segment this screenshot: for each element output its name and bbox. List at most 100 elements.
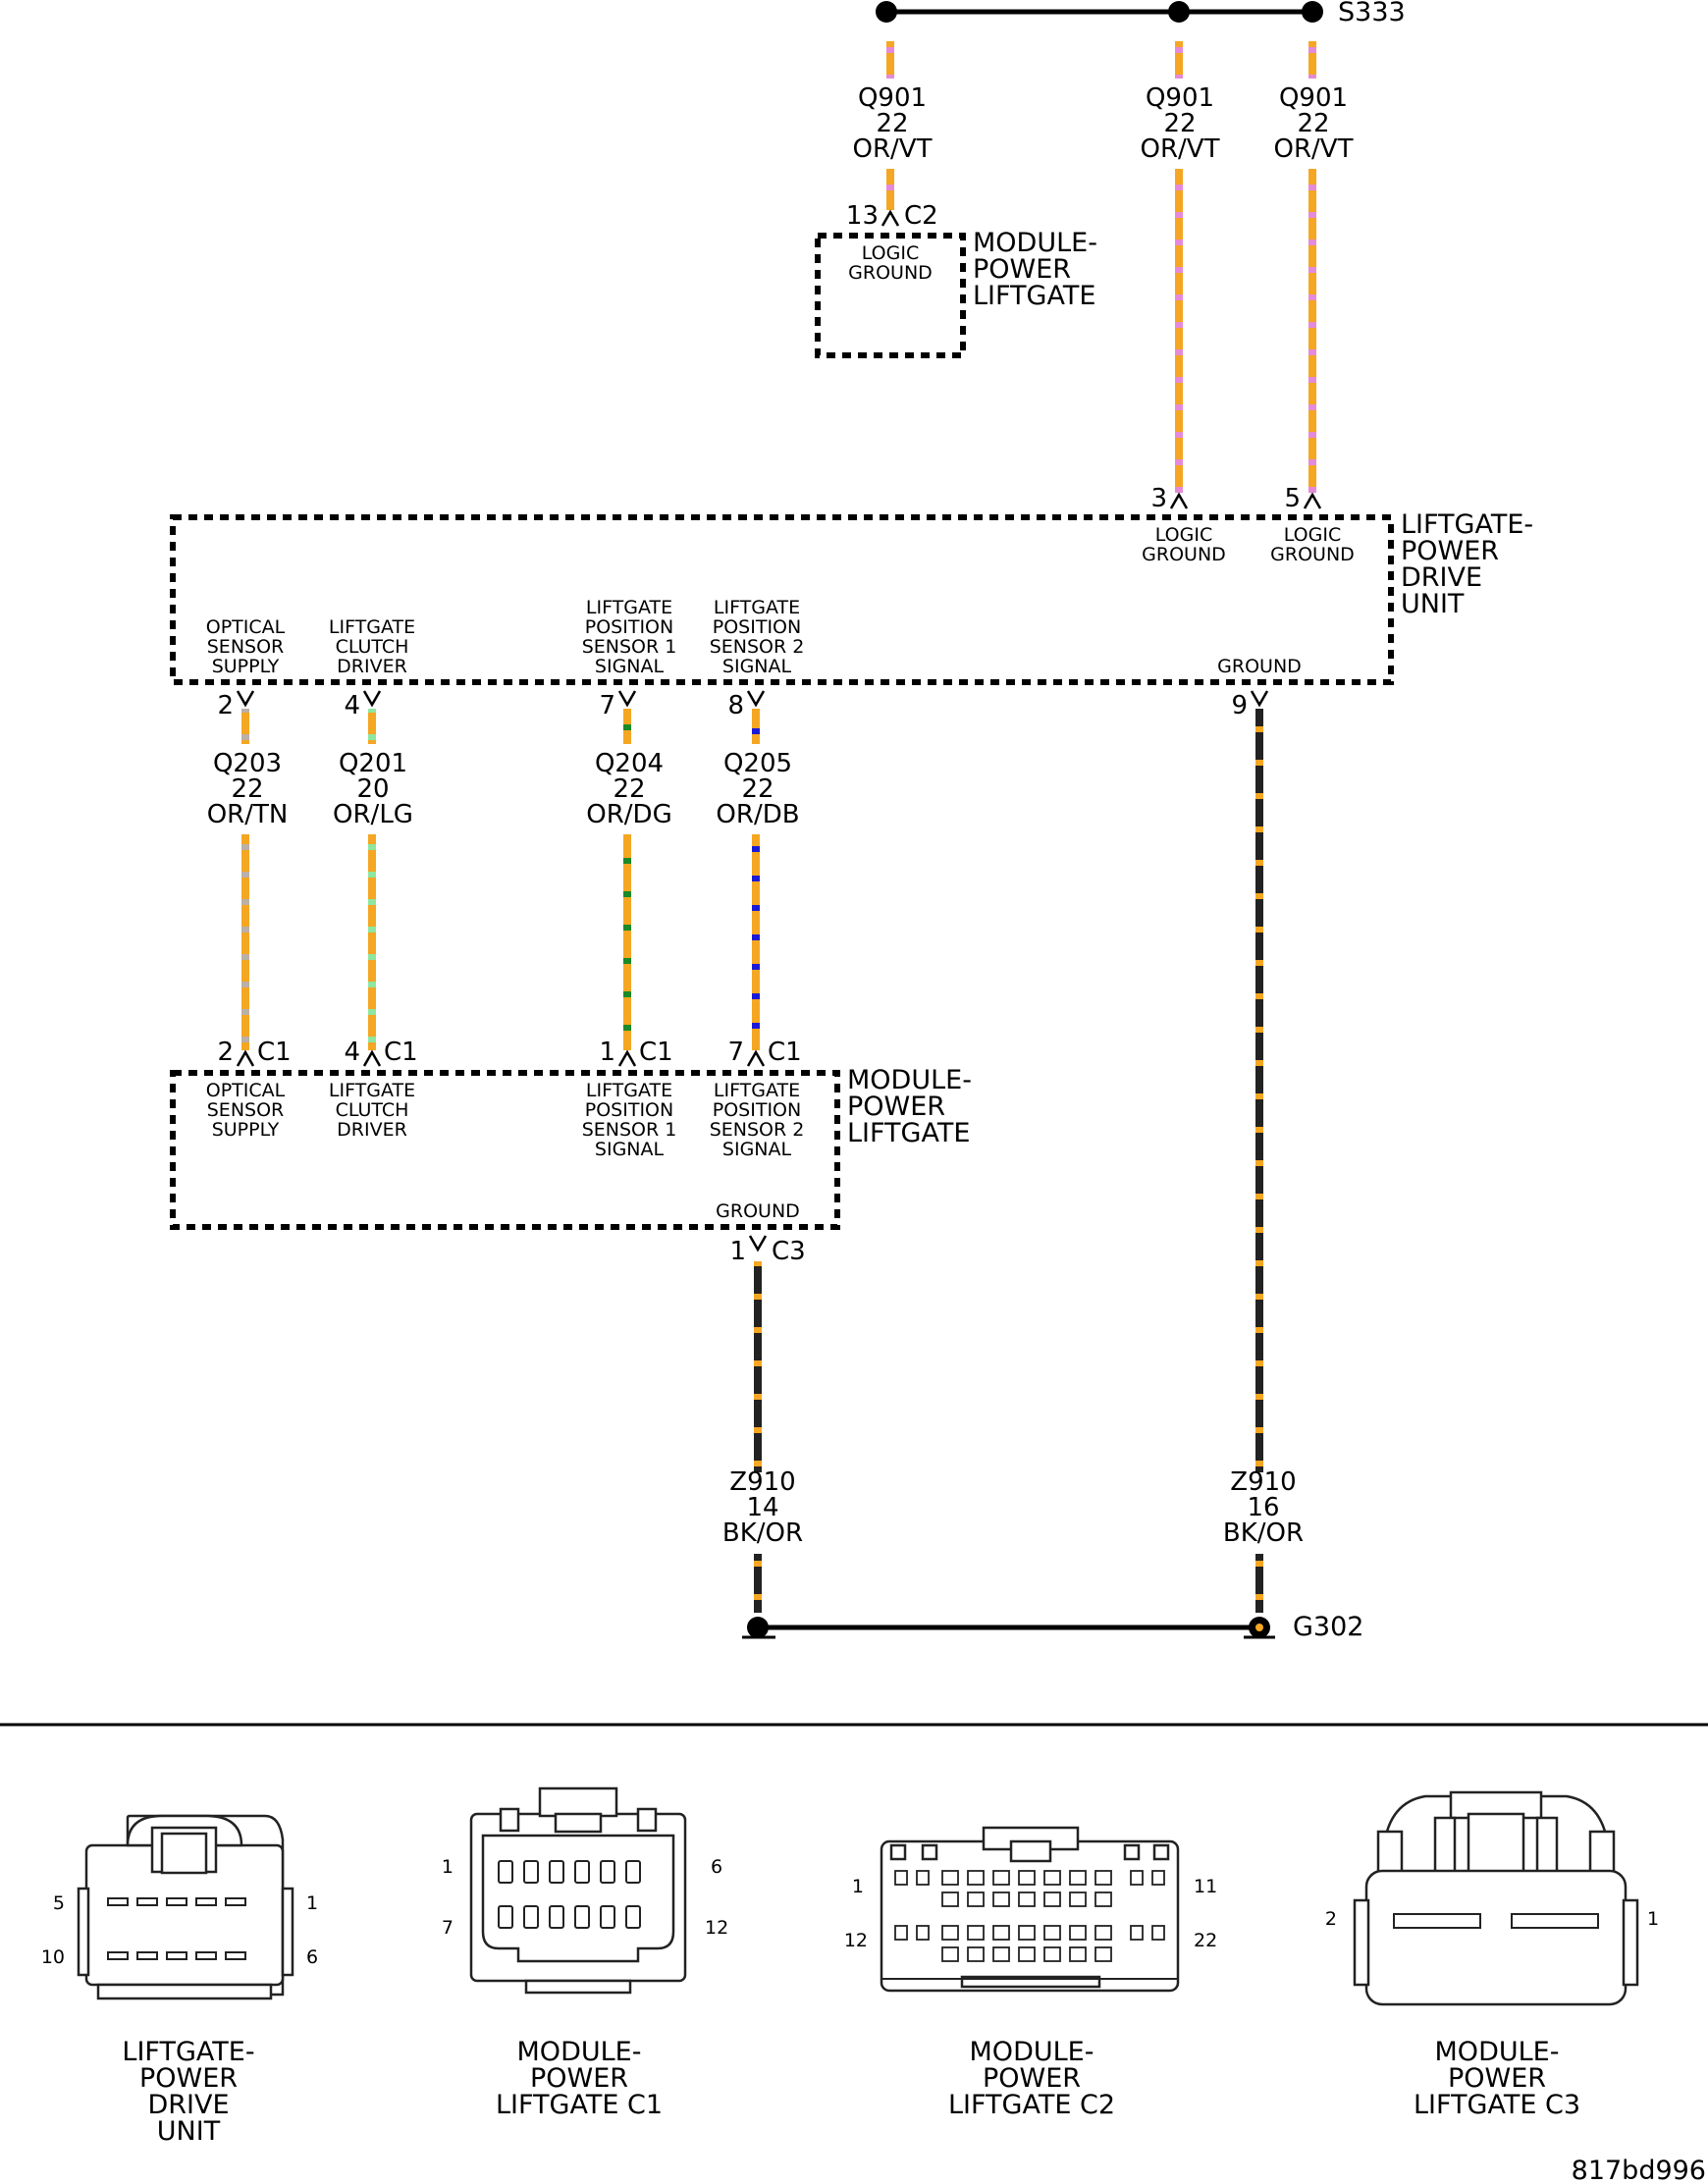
- module-power-liftgate-c2: 13 C2 LOGIC GROUND MODULE- POWER LIFTGAT…: [815, 201, 1097, 358]
- pin-function: GROUND: [1142, 544, 1226, 565]
- pin-function: LIFTGATE: [714, 1080, 800, 1101]
- pin-function: GROUND: [1217, 656, 1302, 677]
- pin-function: LOGIC: [1284, 524, 1341, 546]
- module-power-liftgate-c1-c3: 2 C1 4 C1 1 C1 7 C1 OPTICAL SENSOR SUPPL…: [170, 1038, 972, 1266]
- connector-view-drive-unit: 5 10 1 6 LIFTGATE- POWER DRIVE UNIT: [41, 1814, 318, 2147]
- pin-function: POSITION: [713, 616, 801, 638]
- wire-q205-upper: [752, 709, 760, 744]
- component-name: MODULE-: [973, 228, 1097, 258]
- pin-number: 5: [53, 1892, 65, 1914]
- wire-q901-b-upper: [1175, 41, 1183, 79]
- pin-number: 12: [705, 1917, 728, 1939]
- connector-name: POWER: [983, 2063, 1081, 2094]
- pin-function: SIGNAL: [595, 1139, 665, 1160]
- pin-number: 8: [727, 691, 744, 720]
- wire-q204-lower: [623, 834, 631, 1050]
- connector-name: LIFTGATE-: [122, 2037, 254, 2067]
- wire-z910-14-lower: [754, 1554, 762, 1613]
- wire-color: OR/VT: [1141, 134, 1220, 164]
- component-name: UNIT: [1401, 589, 1465, 619]
- connector-id: C1: [639, 1038, 673, 1067]
- pin-function: DRIVER: [337, 656, 407, 677]
- pin-function: LOGIC: [862, 242, 919, 264]
- component-name: DRIVE: [1401, 562, 1482, 593]
- connector-id: C1: [257, 1038, 292, 1067]
- pin-function: LIFTGATE: [329, 1080, 415, 1101]
- connector-id: C3: [772, 1237, 806, 1266]
- pin-function: SENSOR 2: [710, 636, 805, 658]
- connector-name: LIFTGATE C2: [948, 2090, 1115, 2120]
- connector-view-module-c3: 2 1 MODULE- POWER LIFTGATE C3: [1325, 1790, 1659, 2120]
- gauge: 22: [1297, 109, 1329, 138]
- wire-label-q201: Q201 20 OR/LG: [333, 749, 413, 829]
- wire-color: OR/VT: [853, 134, 933, 164]
- connector-view-module-c2: 1 12 11 22 MODULE- POWER LIFTGATE C2: [844, 1826, 1217, 2120]
- pin-function: DRIVER: [337, 1119, 407, 1141]
- connector-name: POWER: [1448, 2063, 1546, 2094]
- pin-function: SENSOR 1: [582, 636, 677, 658]
- wire-q901-c-upper: [1308, 41, 1316, 79]
- circuit: Q901: [1146, 83, 1214, 113]
- wire-label-q901-b: Q901 22 OR/VT: [1141, 83, 1220, 164]
- connector-id: C2: [904, 201, 938, 231]
- pin-function: GROUND: [1270, 544, 1355, 565]
- pin-number: 7: [599, 691, 615, 720]
- gauge: 20: [356, 774, 389, 804]
- pin-number: 7: [727, 1038, 744, 1067]
- wire-q204-upper: [623, 709, 631, 744]
- connector-id: C1: [384, 1038, 418, 1067]
- pin-number: 1: [852, 1876, 864, 1897]
- wire-z910-14-upper: [754, 1261, 762, 1472]
- pin-number: 7: [442, 1917, 454, 1939]
- pin-function: LIFTGATE: [586, 597, 672, 618]
- component-name: LIFTGATE-: [1401, 509, 1533, 540]
- pin-number: 6: [711, 1856, 722, 1878]
- gauge: 22: [876, 109, 908, 138]
- component-name: LIFTGATE: [847, 1118, 970, 1148]
- pin-number: 1: [442, 1856, 454, 1878]
- pin-function: GROUND: [848, 262, 933, 284]
- pin-number: 1: [1647, 1908, 1659, 1930]
- component-name: POWER: [973, 254, 1071, 285]
- pin-number: 1: [599, 1038, 615, 1067]
- pin-number: 4: [344, 691, 360, 720]
- pin-number: 10: [41, 1946, 65, 1968]
- circuit: Q203: [213, 749, 282, 778]
- connector-name: MODULE-: [517, 2037, 642, 2067]
- pin-function: LOGIC: [1155, 524, 1212, 546]
- wire-z910-16-upper: [1255, 709, 1263, 1472]
- liftgate-power-drive-unit: 3 LOGIC GROUND 5 LOGIC GROUND OPTICAL SE…: [170, 484, 1533, 720]
- wire-q901-c-lower: [1308, 169, 1316, 493]
- ground-label: G302: [1293, 1612, 1363, 1642]
- connector-name: LIFTGATE C3: [1414, 2090, 1580, 2120]
- pin-number: 1: [729, 1237, 746, 1266]
- pin-number: 6: [306, 1946, 318, 1968]
- pin-function: SENSOR: [207, 1099, 285, 1121]
- gauge: 14: [746, 1493, 778, 1522]
- pin-function: SIGNAL: [722, 656, 792, 677]
- wire-label-q203: Q203 22 OR/TN: [207, 749, 289, 829]
- pin-function: GROUND: [716, 1200, 800, 1222]
- wire-q203-upper: [241, 709, 249, 744]
- pin-number: 9: [1231, 691, 1248, 720]
- ground-g302: G302: [742, 1612, 1363, 1642]
- wire-color: OR/DB: [716, 800, 799, 829]
- wire-color: OR/DG: [586, 800, 671, 829]
- wire-label-q901-c: Q901 22 OR/VT: [1274, 83, 1354, 164]
- connector-name: POWER: [530, 2063, 628, 2094]
- gauge: 22: [1163, 109, 1196, 138]
- wire-color: OR/TN: [207, 800, 289, 829]
- pin-number: 4: [344, 1038, 360, 1067]
- pin-function: SIGNAL: [595, 656, 665, 677]
- circuit: Q901: [858, 83, 927, 113]
- wire-label-z910-16: Z910 16 BK/OR: [1223, 1467, 1304, 1548]
- gauge: 22: [741, 774, 774, 804]
- wire-q901-b-lower: [1175, 169, 1183, 493]
- pin-function: OPTICAL: [206, 616, 286, 638]
- pin-number: 1: [306, 1892, 318, 1914]
- gauge: 22: [231, 774, 263, 804]
- pin-function: SENSOR 1: [582, 1119, 677, 1141]
- wire-q201-upper: [368, 709, 376, 744]
- connector-name: MODULE-: [970, 2037, 1094, 2067]
- gauge: 22: [613, 774, 645, 804]
